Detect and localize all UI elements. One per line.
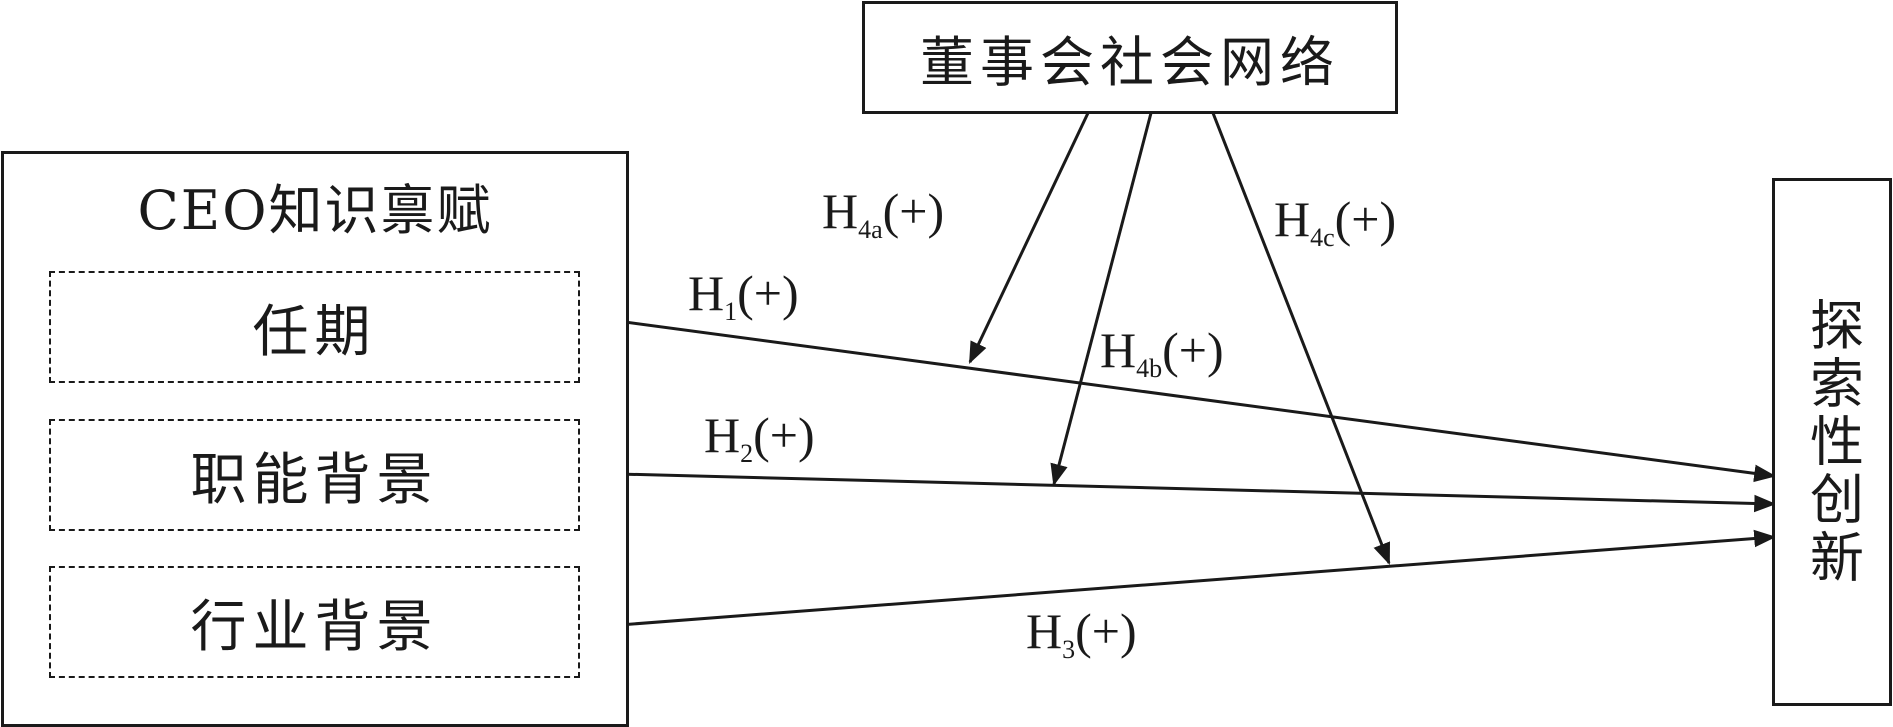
industry-background-box: 行业背景 — [49, 566, 580, 678]
edge-h4c-moderation — [1211, 112, 1391, 566]
hypothesis-h1-label: H1(+) — [688, 265, 799, 326]
functional-background-box: 职能背景 — [49, 419, 580, 531]
tenure-box: 任期 — [49, 271, 580, 383]
functional-background-label: 职能背景 — [190, 447, 439, 513]
ceo-group-title: CEO知识禀赋 — [137, 179, 493, 242]
exploratory-innovation-box: 探索性创新 — [1772, 178, 1892, 706]
edge-h1-tenure-to-innovation — [579, 314, 1777, 483]
edge-h4a-moderation — [968, 112, 1090, 364]
tenure-label: 任期 — [252, 299, 377, 365]
hypothesis-h4c-label: H4c(+) — [1274, 191, 1397, 252]
hypothesis-h4b-label: H4b(+) — [1100, 322, 1224, 383]
industry-background-label: 行业背景 — [190, 594, 439, 660]
edge-h3-industry-to-innovation — [579, 529, 1777, 630]
board-network-box: 董事会社会网络 — [862, 1, 1398, 114]
edge-h4b-moderation — [1050, 112, 1153, 487]
board-network-label: 董事会社会网络 — [920, 31, 1340, 94]
edge-h2-functional-to-innovation — [579, 471, 1777, 513]
hypothesis-h4a-label: H4a(+) — [822, 183, 945, 244]
hypothesis-h3-label: H3(+) — [1026, 603, 1137, 664]
hypothesis-h2-label: H2(+) — [704, 407, 815, 468]
exploratory-innovation-label: 探索性创新 — [1800, 297, 1864, 587]
